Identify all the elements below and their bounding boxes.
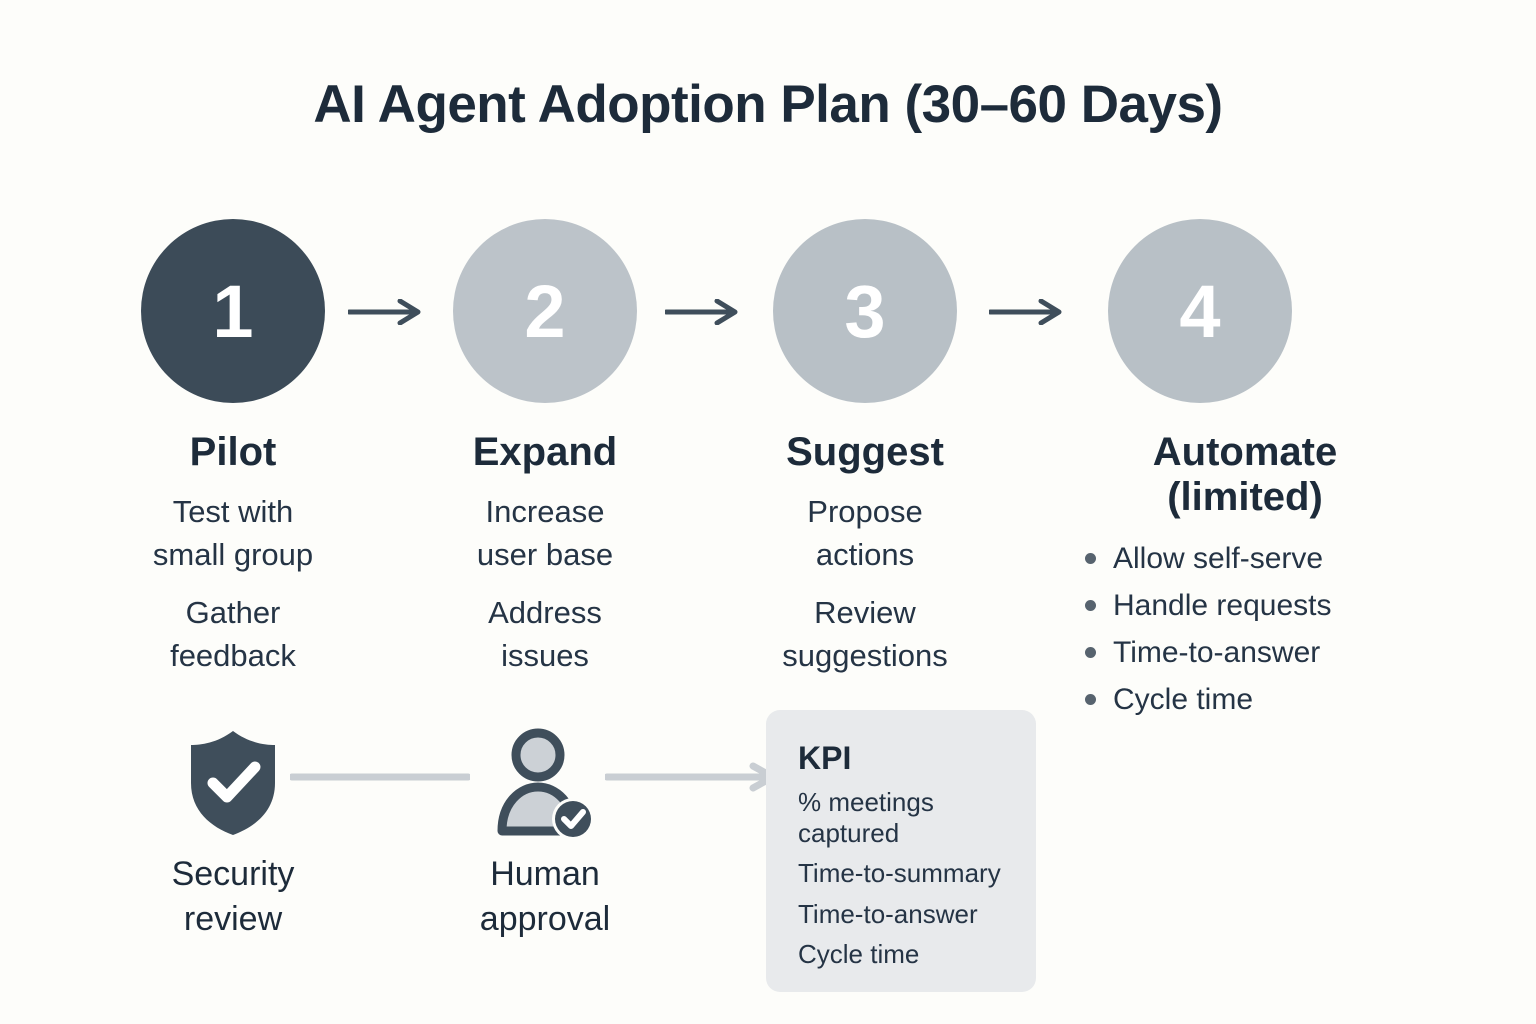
list-item: Handle requests [1085, 589, 1435, 623]
step-number-1: 1 [212, 269, 254, 353]
step-heading-3: Suggest [786, 430, 944, 474]
step-detail-group-1b: Gather feedback [113, 592, 353, 678]
kpi-title: KPI [798, 740, 852, 776]
step-circle-2[interactable]: 2 [453, 219, 637, 403]
step-detail-group-1a: Test with small group [113, 491, 353, 577]
automate-bullet-list: Allow self-serve Handle requests Time-to… [1055, 542, 1435, 717]
step-detail-line: user base [476, 536, 614, 572]
human-approval-caption: Human approval [435, 852, 655, 942]
connector-security-to-human [288, 762, 472, 792]
governance-row: Security review Human approval [0, 700, 1536, 1024]
step-circle-3[interactable]: 3 [773, 219, 957, 403]
step-detail-line: suggestions [782, 638, 948, 674]
step-detail-line: small group [152, 536, 314, 572]
kpi-item: Time-to-answer [798, 898, 978, 929]
human-caption-line1: Human [490, 855, 600, 893]
kpi-item: % meetings captured [798, 787, 934, 849]
step-heading-4-line1: Automate [1152, 430, 1338, 474]
step-detail-line: Review [814, 595, 916, 631]
step-column-expand: Expand Increase user base Address issues [425, 430, 665, 694]
step-detail-group-3b: Review suggestions [745, 592, 985, 678]
security-review-block: Security review [123, 728, 343, 942]
bullet-dot-icon [1085, 600, 1096, 612]
step-number-4: 4 [1179, 269, 1221, 353]
bullet-label: Cycle time [1113, 682, 1254, 716]
step-column-suggest: Suggest Propose actions Review suggestio… [745, 430, 985, 694]
human-caption-line2: approval [479, 899, 611, 938]
step-detail-group-2b: Address issues [425, 592, 665, 678]
connector-human-to-kpi [603, 762, 780, 792]
step-column-pilot: Pilot Test with small group Gather feedb… [113, 430, 353, 694]
step-detail-group-2a: Increase user base [425, 491, 665, 577]
step-detail-line: Gather [185, 595, 281, 631]
list-item: Allow self-serve [1085, 542, 1435, 576]
step-detail-line: Propose [807, 493, 923, 529]
security-caption-line2: review [183, 899, 283, 938]
step-heading-4: Automate (limited) [1055, 430, 1435, 520]
step-detail-line: Increase [485, 493, 605, 529]
step-arrow-1-to-2 [346, 298, 426, 326]
bullet-label: Time-to-answer [1113, 635, 1321, 669]
kpi-item: Cycle time [798, 938, 920, 969]
step-heading-1: Pilot [189, 430, 277, 474]
step-column-automate: Automate (limited) Allow self-serve Hand… [1055, 430, 1435, 730]
step-detail-line: actions [815, 536, 915, 572]
shield-check-icon [123, 728, 343, 838]
step-detail-line: Test with [172, 493, 294, 529]
kpi-item: Time-to-summary [798, 858, 1001, 889]
kpi-card: KPI % meetings captured Time-to-summary … [766, 710, 1036, 992]
step-detail-line: feedback [170, 638, 296, 674]
step-detail-line: issues [501, 638, 589, 674]
step-circle-1[interactable]: 1 [141, 219, 325, 403]
step-detail-line: Address [488, 595, 602, 631]
bullet-dot-icon [1085, 694, 1096, 706]
step-detail-group-3a: Propose actions [745, 491, 985, 577]
step-heading-2: Expand [472, 430, 618, 474]
list-item: Time-to-answer [1085, 636, 1435, 670]
step-circle-4[interactable]: 4 [1108, 219, 1292, 403]
step-number-2: 2 [524, 269, 566, 353]
bullet-label: Allow self-serve [1113, 541, 1324, 575]
page-title: AI Agent Adoption Plan (30–60 Days) [313, 75, 1223, 134]
step-number-3: 3 [844, 269, 886, 353]
bullet-dot-icon [1085, 553, 1096, 565]
user-approved-icon [435, 728, 655, 839]
step-arrow-3-to-4 [987, 298, 1067, 326]
step-heading-4-line2: (limited) [1167, 474, 1323, 519]
step-circles-row: 1 2 3 4 [0, 219, 1536, 405]
list-item: Cycle time [1085, 683, 1435, 717]
human-approval-block: Human approval [435, 728, 655, 942]
security-caption-line1: Security [171, 855, 295, 893]
step-arrow-2-to-3 [663, 298, 743, 326]
bullet-label: Handle requests [1113, 588, 1332, 622]
bullet-dot-icon [1085, 647, 1096, 659]
security-review-caption: Security review [123, 852, 343, 942]
